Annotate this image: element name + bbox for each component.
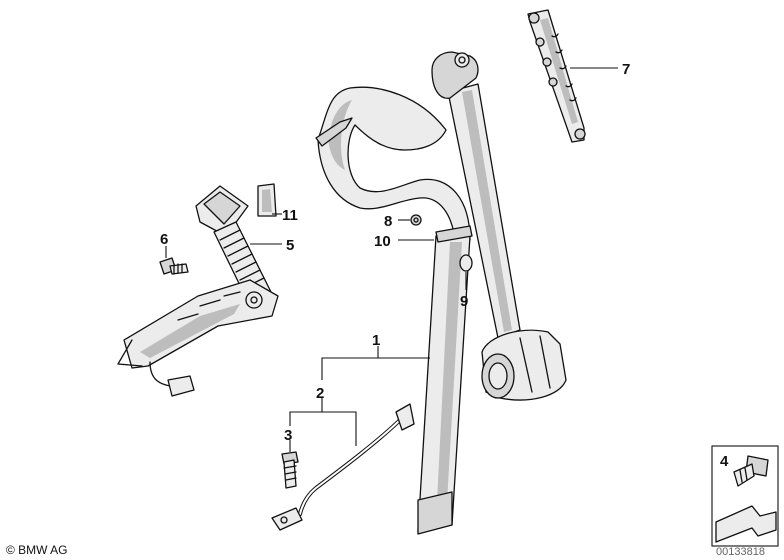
callout-3[interactable]: 3 (284, 427, 292, 444)
callout-10[interactable]: 10 (374, 233, 391, 250)
part-8-nut[interactable] (410, 214, 422, 226)
callout-labels: 1 2 3 4 5 6 7 8 9 10 11 (160, 61, 729, 470)
part-3-bolt[interactable] (281, 451, 299, 489)
callout-2[interactable]: 2 (316, 385, 324, 402)
diagram-number: 00133818 (716, 546, 765, 558)
part-5-belt-buckle[interactable] (117, 185, 279, 397)
callout-6[interactable]: 6 (160, 231, 168, 248)
part-7-height-adjuster[interactable] (527, 9, 586, 143)
leader-lines (165, 67, 618, 452)
callout-11[interactable]: 11 (282, 207, 298, 224)
part-1-seat-belt[interactable] (315, 51, 567, 535)
copyright-text: © BMW AG (6, 543, 68, 557)
part-9-ring[interactable] (459, 254, 473, 272)
callout-9[interactable]: 9 (460, 293, 468, 310)
callout-1[interactable]: 1 (372, 332, 380, 349)
part-11-label[interactable] (257, 183, 277, 217)
callout-4[interactable]: 4 (720, 453, 729, 470)
callout-7[interactable]: 7 (622, 61, 630, 78)
callout-8[interactable]: 8 (384, 213, 392, 230)
part-4-fastener-box[interactable] (711, 445, 779, 547)
part-2-anchor-cable[interactable] (271, 403, 415, 531)
callout-5[interactable]: 5 (286, 237, 294, 254)
part-6-bolt[interactable] (159, 257, 189, 275)
